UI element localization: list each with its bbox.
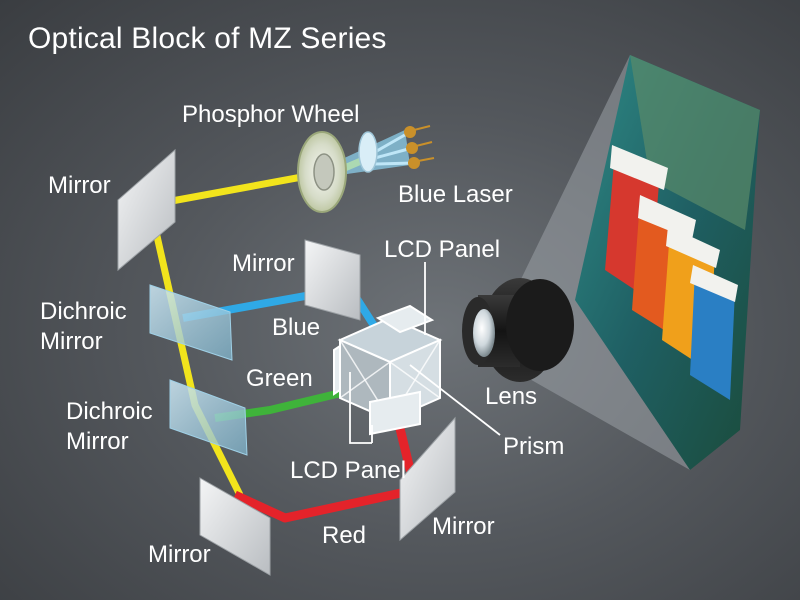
collimating-lens bbox=[359, 132, 377, 172]
label-dichroic-mirror-2-line2: Mirror bbox=[66, 428, 129, 456]
label-prism: Prism bbox=[503, 433, 564, 461]
label-mirror-top-left: Mirror bbox=[48, 172, 111, 200]
label-lcd-panel-top: LCD Panel bbox=[384, 236, 500, 264]
dichroic-mirror-2 bbox=[170, 380, 247, 455]
label-dichroic-mirror-1-line1: Dichroic bbox=[40, 298, 127, 326]
label-green: Green bbox=[246, 365, 313, 393]
page-title: Optical Block of MZ Series bbox=[28, 22, 387, 56]
label-mirror-bottom-left: Mirror bbox=[148, 541, 211, 569]
label-phosphor-wheel: Phosphor Wheel bbox=[182, 101, 359, 129]
label-lcd-panel-bottom: LCD Panel bbox=[290, 457, 406, 485]
label-blue-laser: Blue Laser bbox=[398, 181, 513, 209]
label-mirror-bottom-right: Mirror bbox=[432, 513, 495, 541]
mirror-top-left bbox=[118, 150, 175, 270]
blue-laser-diodes bbox=[404, 126, 434, 169]
dichroic-mirror-1 bbox=[150, 285, 232, 360]
mirror-middle bbox=[305, 240, 360, 320]
label-blue: Blue bbox=[272, 314, 320, 342]
label-lens: Lens bbox=[485, 383, 537, 411]
label-dichroic-mirror-1-line2: Mirror bbox=[40, 328, 103, 356]
phosphor-wheel bbox=[298, 132, 346, 212]
label-dichroic-mirror-2-line1: Dichroic bbox=[66, 398, 153, 426]
label-red: Red bbox=[322, 522, 366, 550]
label-mirror-middle: Mirror bbox=[232, 250, 295, 278]
lcd-panel-left-shape bbox=[334, 346, 340, 394]
